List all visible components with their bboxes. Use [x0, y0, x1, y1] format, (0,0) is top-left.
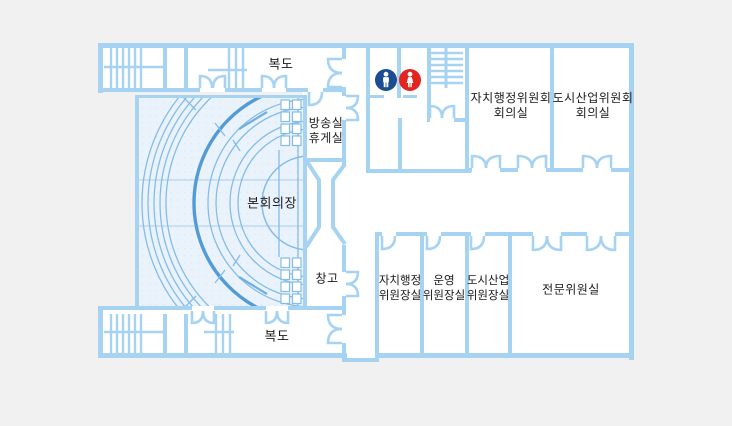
label-admin-chair-office: 자치행정 위원장실 [378, 275, 422, 302]
label-expert-committee-office: 전문위원실 [542, 282, 600, 297]
door-openings [192, 59, 615, 343]
floor-areas [100, 46, 632, 358]
staircase-top-left [104, 48, 163, 88]
main-hall-area [135, 95, 307, 310]
label-broadcast-room: 방송실 휴게실 [308, 116, 344, 145]
male-restroom-icon [375, 69, 397, 91]
stairs [104, 47, 463, 354]
female-restroom-icon [399, 69, 421, 91]
label-urban-committee-meeting: 도시산업위원회 회의실 [552, 91, 634, 120]
label-steering-chair-office: 운영 위원장실 [422, 275, 466, 302]
staircase-top-mid [208, 48, 247, 88]
central-passage-walls [304, 158, 347, 249]
label-admin-committee-meeting: 자치행정위원회 회의실 [470, 91, 552, 120]
hall-ladder-marks [280, 99, 302, 305]
staircase-bottom-mid [204, 314, 234, 354]
label-storage: 창고 [315, 271, 339, 286]
label-main-hall: 본회의장 [247, 195, 297, 211]
staircase-top-right [431, 47, 463, 88]
label-corridor-top: 복도 [268, 56, 294, 72]
label-corridor-bottom: 복도 [264, 328, 290, 344]
doors [190, 57, 617, 345]
label-urban-chair-office: 도시산업 위원장실 [466, 275, 510, 302]
staircase-bottom-left [104, 314, 163, 354]
